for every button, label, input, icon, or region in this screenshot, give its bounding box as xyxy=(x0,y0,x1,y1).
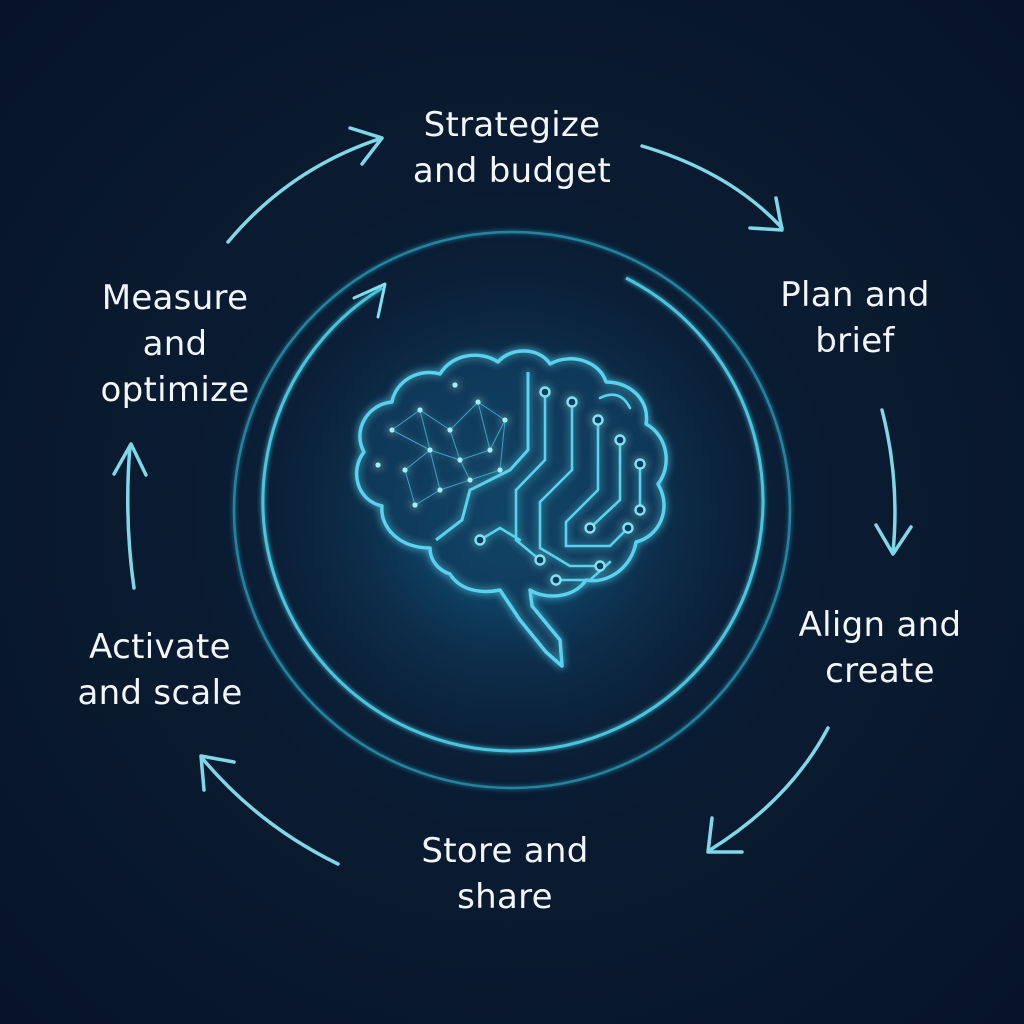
stage-activate-line1: Activate xyxy=(89,627,231,667)
circuit-nodes xyxy=(474,386,646,586)
stage-activate-and-scale: Activate and scale xyxy=(60,624,260,716)
stage-measure-and-optimize: Measure and optimize xyxy=(80,275,270,413)
stage-align-line1: Align and xyxy=(798,605,962,645)
circuit-traces xyxy=(478,390,642,582)
stage-measure-line2: and xyxy=(142,324,208,364)
stage-strategize-line2: and budget xyxy=(412,151,612,191)
stage-store-and-share: Store and share xyxy=(395,828,615,920)
outer-ring xyxy=(232,230,792,790)
stage-store-line2: share xyxy=(457,877,553,917)
brain-outline xyxy=(354,349,668,668)
neural-dots xyxy=(375,382,508,508)
inner-ring-arrowhead xyxy=(352,282,387,319)
stage-align-line2: create xyxy=(825,651,935,691)
stage-plan-and-brief: Plan and brief xyxy=(755,272,955,364)
arrow-activate-to-measure xyxy=(126,444,136,590)
arrow-measure-to-strategize xyxy=(226,136,384,244)
stage-measure-line1: Measure xyxy=(101,278,249,318)
stage-strategize-line1: Strategize xyxy=(423,105,601,145)
arrow-plan-to-align xyxy=(880,408,897,554)
arrow-plan-to-align-head xyxy=(874,523,913,556)
arrow-strategize-to-plan-head xyxy=(748,196,784,232)
arrow-measure-to-strategize-head xyxy=(348,126,384,166)
stage-align-and-create: Align and create xyxy=(790,602,970,694)
arrow-strategize-to-plan xyxy=(640,144,784,230)
arrow-activate-to-measure-head xyxy=(112,442,148,477)
stage-measure-line3: optimize xyxy=(100,370,250,410)
brain-circuit-icon xyxy=(354,349,668,668)
stage-store-line1: Store and xyxy=(421,831,589,871)
stage-plan-line1: Plan and xyxy=(780,275,930,315)
arrow-store-to-activate xyxy=(200,756,340,866)
stage-activate-line2: and scale xyxy=(77,673,243,713)
inner-ring-arc-right xyxy=(261,276,765,753)
stage-strategize-and-budget: Strategize and budget xyxy=(402,102,622,194)
stage-plan-line2: brief xyxy=(815,321,895,361)
cycle-arrows xyxy=(112,126,913,866)
brain-center-divider xyxy=(435,372,530,542)
arrow-align-to-store xyxy=(708,726,830,852)
arrow-align-to-store-head xyxy=(706,816,744,854)
arrow-store-to-activate-head xyxy=(199,754,236,792)
